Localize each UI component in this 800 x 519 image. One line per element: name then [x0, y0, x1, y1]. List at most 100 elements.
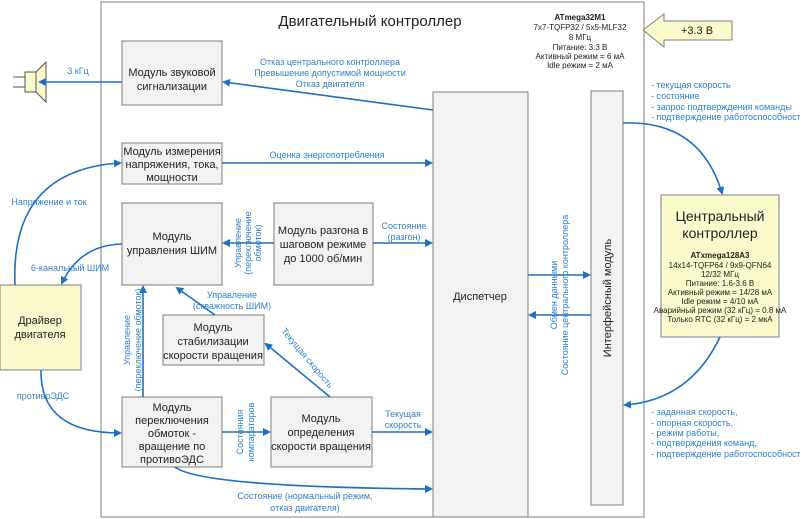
- svg-text:Состояния: Состояния: [235, 409, 245, 454]
- central-controller: Центральный контроллер ATxmega128A3 14x1…: [654, 194, 787, 338]
- label-3khz: 3 кГц: [67, 66, 88, 76]
- svg-text:- текущая скорость: - текущая скорость: [651, 80, 731, 90]
- svg-text:14x14-TQFP64 / 9x9-QFN64: 14x14-TQFP64 / 9x9-QFN64: [669, 261, 772, 270]
- measure-module: Модуль измерения напряжения, тока, мощно…: [121, 142, 223, 185]
- label-switch-ctrl: Управление (переключение обмоток): [122, 289, 143, 392]
- arrow-voltage-current: [14, 159, 122, 286]
- svg-text:Модуль: Модуль: [302, 413, 341, 425]
- stabilization-module: Модуль стабилизации скорости вращения: [162, 314, 265, 366]
- svg-text:12/32 МГц: 12/32 МГц: [701, 270, 739, 279]
- svg-text:обмоток -: обмоток -: [148, 428, 197, 440]
- svg-text:контроллер: контроллер: [682, 225, 758, 241]
- power-input-arrow: +3.3 В: [642, 12, 733, 49]
- svg-text:переключения: переключения: [135, 415, 209, 427]
- svg-text:Состояние (нормальный режим,: Состояние (нормальный режим,: [237, 491, 372, 501]
- svg-text:двигателя: двигателя: [14, 329, 65, 341]
- label-state-bottom: Состояние (нормальный режим, отказ двига…: [237, 491, 372, 513]
- svg-text:Отказ центрального контроллера: Отказ центрального контроллера: [260, 57, 400, 67]
- svg-text:Idle режим = 4/10 мА: Idle режим = 4/10 мА: [682, 297, 760, 306]
- svg-text:- опорная скорость,: - опорная скорость,: [651, 418, 733, 428]
- svg-text:сигнализации: сигнализации: [137, 81, 207, 93]
- interface-module: Интерфейсный модуль: [590, 90, 624, 506]
- svg-text:7x7-TQFP32 / 5x5-MLF32: 7x7-TQFP32 / 5x5-MLF32: [534, 23, 627, 32]
- arrow-state-bottom: [174, 466, 433, 493]
- svg-text:- режим работы,: - режим работы,: [651, 428, 719, 438]
- svg-text:Модуль: Модуль: [153, 231, 192, 243]
- svg-text:(переключение обмоток): (переключение обмоток): [133, 289, 143, 392]
- svg-text:Модуль: Модуль: [194, 322, 233, 334]
- svg-text:Активный режим = 6 мА: Активный режим = 6 мА: [536, 52, 626, 61]
- svg-text:Модуль звуковой: Модуль звуковой: [128, 67, 215, 79]
- svg-text:определения: определения: [288, 427, 355, 439]
- svg-text:противоЭДС: противоЭДС: [140, 454, 204, 466]
- svg-text:до 1000 об/мин: до 1000 об/мин: [284, 253, 362, 265]
- svg-text:- подтверждение работоспособно: - подтверждение работоспособности: [651, 112, 800, 122]
- svg-text:Состояние центрального контрол: Состояние центрального контроллера: [560, 215, 570, 376]
- label-voltage-current: Напряжение и ток: [11, 197, 86, 207]
- arrow-6ch-pwm: [60, 243, 123, 285]
- label-current-speed: Текущая скорость: [385, 409, 422, 430]
- label-exchange: Обмен данными Состояние центрального кон…: [549, 215, 570, 376]
- svg-text:стабилизации: стабилизации: [177, 336, 248, 348]
- svg-text:- заданная скорость,: - заданная скорость,: [651, 407, 738, 417]
- svg-text:Модуль измерения: Модуль измерения: [123, 146, 220, 158]
- svg-text:Аварийный режим (32 кГц) = 0.8: Аварийный режим (32 кГц) = 0.8 мА: [654, 306, 787, 315]
- svg-text:8 МГц: 8 МГц: [569, 33, 592, 42]
- svg-text:управления ШИМ: управления ШИМ: [127, 245, 217, 257]
- svg-text:напряжения, тока,: напряжения, тока,: [125, 159, 218, 171]
- label-failures: Отказ центрального контроллера Превышени…: [254, 57, 406, 89]
- svg-text:(скважность ШИМ): (скважность ШИМ): [193, 301, 271, 311]
- speed-detection-module: Модуль определения скорости вращения: [270, 396, 373, 468]
- svg-text:Управление: Управление: [122, 315, 132, 365]
- svg-text:Отказ двигателя: Отказ двигателя: [296, 79, 365, 89]
- svg-text:Модуль: Модуль: [153, 402, 192, 414]
- svg-text:Только RTC (32 кГц) = 2 мкА: Только RTC (32 кГц) = 2 мкА: [667, 315, 773, 324]
- label-accel-state: Состояние (разгон): [382, 221, 427, 242]
- svg-text:скорости вращения: скорости вращения: [271, 441, 371, 453]
- svg-text:Текущая: Текущая: [385, 409, 421, 419]
- pwm-module: Модуль управления ШИМ: [121, 202, 223, 286]
- svg-text:Состояние: Состояние: [382, 221, 427, 231]
- svg-text:Интерфейсный модуль: Интерфейсный модуль: [602, 239, 614, 358]
- svg-text:обмоток): обмоток): [253, 225, 263, 262]
- svg-text:- состояние: - состояние: [651, 91, 700, 101]
- svg-text:- подтверждения команд,: - подтверждения команд,: [651, 438, 757, 448]
- svg-text:+3.3 В: +3.3 В: [681, 25, 713, 37]
- svg-text:Управление: Управление: [233, 218, 243, 268]
- label-6ch-pwm: 6-канальный ШИМ: [31, 263, 109, 273]
- controller-title: Двигательный контроллер: [278, 13, 461, 30]
- label-accel-ctrl: Управление (переключение обмоток): [233, 211, 263, 274]
- svg-text:Диспетчер: Диспетчер: [453, 291, 507, 303]
- label-pwm-duty: Управление (скважность ШИМ): [193, 290, 271, 311]
- label-comparators: Состояния компараторов: [235, 402, 256, 461]
- label-bemf: противоЭДС: [17, 391, 70, 401]
- svg-text:мощности: мощности: [146, 172, 198, 184]
- svg-text:шаговом режиме: шаговом режиме: [280, 239, 367, 251]
- svg-text:вращение по: вращение по: [139, 441, 206, 453]
- label-to-central: - текущая скорость - состояние - запрос …: [651, 80, 800, 122]
- svg-text:ATmega32M1: ATmega32M1: [555, 13, 607, 22]
- svg-text:- запрос подтверждения команды: - запрос подтверждения команды: [651, 102, 792, 112]
- svg-text:(разгон): (разгон): [387, 232, 420, 242]
- controller-chip-info: ATmega32M1 7x7-TQFP32 / 5x5-MLF32 8 МГц …: [534, 13, 627, 70]
- svg-text:Модуль разгона в: Модуль разгона в: [278, 225, 368, 237]
- svg-text:скорости вращения: скорости вращения: [163, 350, 263, 362]
- arrow-speed-to-stab: [264, 342, 331, 398]
- motor-driver: Драйвер двигателя: [0, 284, 82, 371]
- svg-text:Активный режим = 14/28 мА: Активный режим = 14/28 мА: [668, 288, 773, 297]
- label-from-central: - заданная скорость, - опорная скорость,…: [651, 407, 800, 459]
- sound-module: Модуль звуковой сигнализации: [121, 40, 223, 106]
- svg-text:(переключение: (переключение: [243, 211, 253, 274]
- svg-text:отказ двигателя): отказ двигателя): [270, 503, 339, 513]
- svg-text:- подтверждение работоспособно: - подтверждение работоспособности: [651, 449, 800, 459]
- svg-text:Драйвер: Драйвер: [18, 315, 62, 327]
- svg-text:Центральный: Центральный: [676, 208, 765, 224]
- arrow-bemf: [40, 369, 122, 437]
- svg-text:Превышение допустимой мощности: Превышение допустимой мощности: [254, 68, 406, 78]
- svg-text:Управление: Управление: [207, 290, 257, 300]
- arrow-pwm-duty: [175, 286, 216, 316]
- arrow-failures: [222, 78, 434, 111]
- winding-switch-module: Модуль переключения обмоток - вращение п…: [121, 396, 223, 468]
- svg-text:Питание: 3.3 В: Питание: 3.3 В: [553, 43, 608, 52]
